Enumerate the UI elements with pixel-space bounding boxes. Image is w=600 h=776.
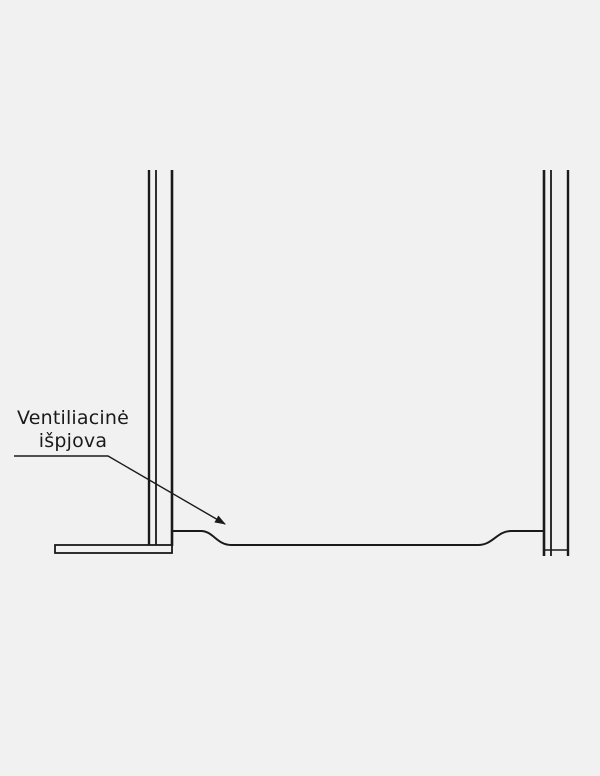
left-wall-profile — [147, 170, 174, 552]
label-line-2: išpjova — [38, 430, 108, 452]
right-wall-profile — [542, 170, 570, 556]
left-sill-bar — [54, 544, 173, 554]
label-line-1: Ventiliacinė — [16, 407, 130, 429]
ventilation-cutout-label: Ventiliacinė išpjova — [8, 407, 138, 453]
bottom-profile-line — [172, 530, 544, 546]
leader-arrow-line — [14, 455, 226, 525]
